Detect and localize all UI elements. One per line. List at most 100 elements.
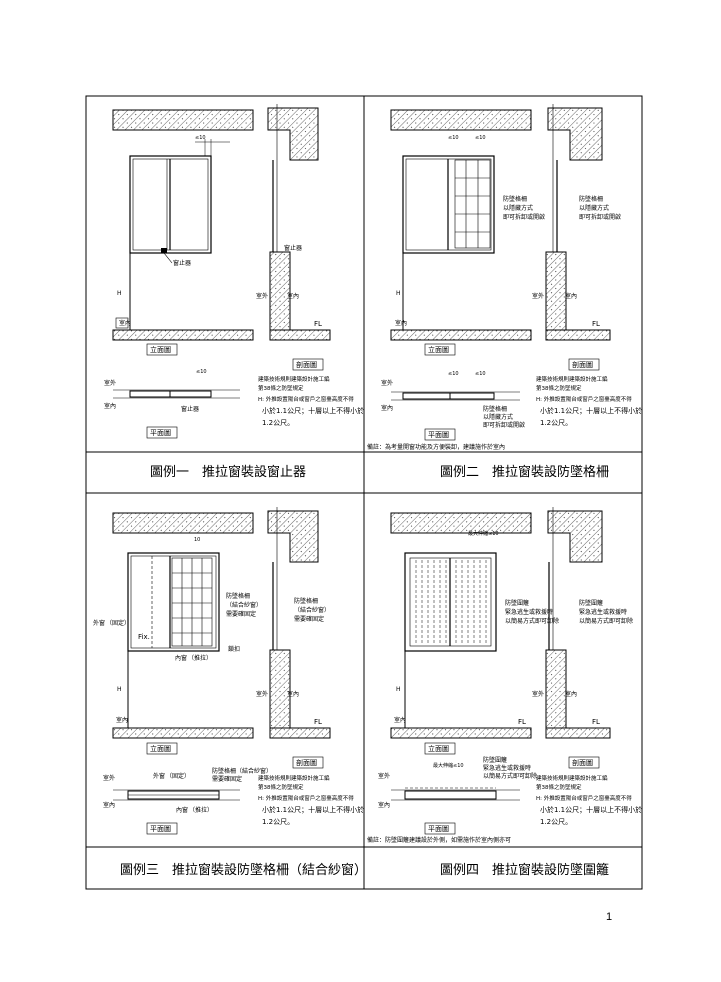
plan-grille-label-3: 即可拆卸或開啟	[483, 421, 525, 429]
note-line-4: 小於1.1公尺；十層以上不得小於	[262, 406, 364, 415]
plan-outer-label-1: 外窗	[153, 772, 165, 780]
section-stopper-label: 窗止器	[284, 244, 302, 252]
plan-outdoor-label: 室外	[381, 379, 393, 387]
plan-indoor-label: 室內	[378, 801, 390, 809]
plan-fence-label-2: 緊急逃生或救援時	[483, 764, 531, 772]
section-outdoor-label: 室外	[256, 292, 268, 300]
note-line-2: 第38條之防墜規定	[536, 384, 582, 392]
plan-grille-label-1: 防墜格柵	[483, 405, 507, 413]
section-label: 剖面圖	[572, 360, 593, 369]
h-label: H	[117, 686, 122, 693]
elev-dim-2: ≤10	[475, 135, 486, 141]
elev-grille-label-3: 即可拆卸或開啟	[503, 213, 545, 221]
indoor-label: 室內	[395, 319, 407, 327]
note-line-5: 1.2公尺。	[540, 818, 572, 826]
plan-indoor-label: 室內	[104, 402, 116, 410]
note-line-3: H: 外推設置陽台或窗戶之窗臺高度不得	[536, 794, 632, 802]
note-line-5: 1.2公尺。	[262, 419, 294, 427]
section-indoor-label: 室內	[287, 690, 299, 698]
elevation-label: 立面圖	[428, 744, 449, 753]
plan-label: 平面圖	[428, 825, 449, 833]
note-line-2: 第38條之防墜規定	[258, 783, 304, 791]
section-indoor-label: 室內	[565, 690, 577, 698]
note-line-3: H: 外推設置陽台或窗戶之窗臺高度不得	[258, 794, 354, 802]
elev-fence-label-3: 以簡易方式即可卸除	[505, 617, 559, 625]
fl-label: FL	[314, 320, 322, 328]
elev-grille-label-3: 需要確固定	[226, 610, 256, 618]
plan-dim-label: 最大伸縮≤10	[433, 762, 464, 769]
plan-stopper-label: 窗止器	[181, 405, 199, 413]
fl-label: FL	[592, 320, 600, 328]
elev-dim-label: ≤10	[195, 135, 206, 141]
plan-indoor-label: 室內	[103, 801, 115, 809]
plan-fence-label-1: 防墜圍籬	[483, 756, 507, 764]
panel-1-caption: 圖例一 推拉窗裝設窗止器	[150, 464, 306, 480]
panel-2: ≤10 ≤10 防墜格柵 以隱藏方式 即可拆卸或開啟 室內 H 立面圖 防墜格柵…	[367, 104, 642, 480]
note-line-5: 1.2公尺。	[540, 419, 572, 427]
inner-window-label-1: 內窗	[175, 654, 187, 662]
note-line-1: 建築技術規則建築設計施工編	[258, 375, 330, 383]
page-number: 1	[606, 911, 613, 923]
note-line-3: H: 外推設置陽台或窗戶之窗臺高度不得	[536, 395, 632, 403]
note-line-2: 第38條之防墜規定	[258, 384, 304, 392]
elev-grille-label-1: 防墜格柵	[226, 592, 250, 600]
section-indoor-label: 室內	[565, 292, 577, 300]
elev-fence-label-1: 防墜圍籬	[505, 599, 529, 607]
plan-fence-label-3: 以簡易方式即可卸除	[483, 772, 537, 780]
note-line-2: 第38條之防墜規定	[536, 783, 582, 791]
section-indoor-label: 室內	[287, 292, 299, 300]
sheet-grid	[85, 95, 643, 890]
elev-grille-label-2: 以隱藏方式	[503, 204, 533, 212]
panel-2-caption: 圖例二 推拉窗裝設防墜格柵	[440, 464, 609, 480]
section-outdoor-label: 室外	[532, 292, 544, 300]
panel-3: 10 防墜格柵 （結合紗窗） 需要確固定 外窗 （固定） Fix. 內窗 （推拉…	[93, 507, 367, 878]
plan-indoor-label: 室內	[381, 404, 393, 412]
panel-3-caption: 圖例三 推拉窗裝設防墜格柵（結合紗窗）	[120, 862, 367, 878]
section-grille-label-3: 即可拆卸或開啟	[579, 213, 621, 221]
note-line-1: 建築技術規則建築設計施工編	[536, 375, 608, 383]
plan-grille-label-1: 防墜格柵（結合紗窗）	[212, 767, 272, 775]
outer-window-label-2: （固定）	[106, 619, 130, 627]
h-label: H	[117, 290, 122, 297]
plan-outdoor-label: 室外	[378, 772, 390, 780]
lock-label: 鎖扣	[228, 645, 240, 653]
section-label: 剖面圖	[296, 360, 317, 369]
plan-dim-2: ≤10	[475, 371, 486, 377]
plan-dim-label: ≤10	[196, 369, 207, 375]
note-line-4: 小於1.1公尺；十層以上不得小於	[262, 805, 364, 814]
plan-grille-label-2: 以隱藏方式	[483, 413, 513, 421]
elevation-label: 立面圖	[428, 345, 449, 354]
panel-4-remark: 備註：防墜圍籬建議設於外側，如需施作於室內側亦可	[367, 836, 511, 844]
note-line-1: 建築技術規則建築設計施工編	[536, 774, 608, 782]
section-grille-label-2: （結合紗窗）	[294, 606, 330, 614]
indoor-label: 室內	[394, 716, 406, 724]
panel-2-remark: 備註：為考量開窗功能及方便裝卸，建議施作於室內	[367, 443, 505, 451]
inner-window-label-2: （推拉）	[188, 654, 212, 662]
plan-label: 平面圖	[150, 429, 171, 437]
plan-grille-label-2: 需要確固定	[212, 775, 242, 783]
note-line-3: H: 外推設置陽台或窗戶之窗臺高度不得	[258, 395, 354, 403]
section-outdoor-label: 室外	[532, 690, 544, 698]
elev-dim-label: 最大伸縮≤10	[468, 530, 499, 537]
elev-grille-label-2: （結合紗窗）	[226, 601, 262, 609]
plan-outer-label-2: （固定）	[166, 772, 190, 780]
section-outdoor-label: 室外	[256, 690, 268, 698]
fl-label-elev: FL	[518, 718, 526, 726]
section-grille-label-3: 需要確固定	[294, 615, 324, 623]
section-label: 剖面圖	[572, 758, 593, 767]
outer-window-label-1: 外窗	[93, 619, 105, 627]
panel-4-caption: 圖例四 推拉窗裝設防墜圍籬	[440, 862, 609, 878]
indoor-label: 室內	[119, 319, 131, 327]
section-grille-label-2: 以隱藏方式	[579, 204, 609, 212]
plan-label: 平面圖	[150, 825, 171, 833]
elev-dim-1: ≤10	[448, 135, 459, 141]
section-fence-label-3: 以簡易方式即可卸除	[579, 617, 633, 625]
note-line-4: 小於1.1公尺；十層以上不得小於	[540, 805, 642, 814]
fl-label: FL	[592, 718, 600, 726]
panel-1: 窗止器 ≤10 室內 H 立面圖 窗止器 室外 室內 FL 剖面圖 室外 室內	[104, 104, 364, 480]
elev-fence-label-2: 緊急逃生或救援時	[505, 608, 553, 616]
plan-label: 平面圖	[428, 431, 449, 439]
section-fence-label-1: 防墜圍籬	[579, 599, 603, 607]
h-label: H	[396, 686, 401, 693]
